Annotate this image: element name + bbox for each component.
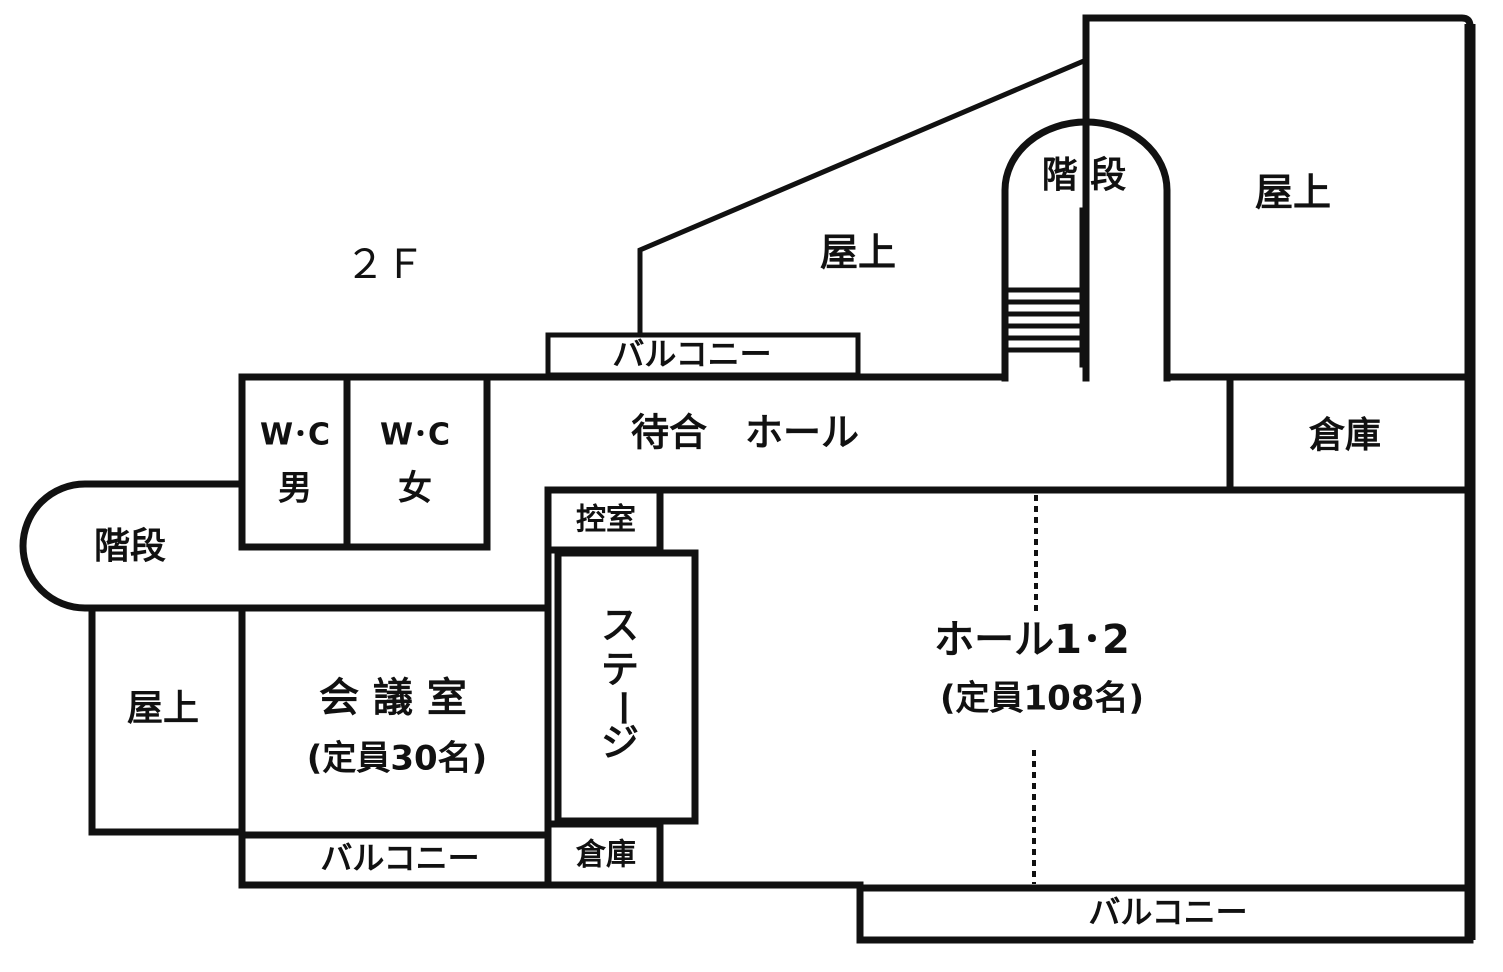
rooftop-left-label: 屋上 bbox=[127, 688, 199, 729]
stage-char: ジ bbox=[601, 721, 639, 765]
stairs-top-label: 階 段 bbox=[1042, 155, 1127, 196]
stage-char: ー bbox=[601, 689, 645, 727]
storage-small-label: 倉庫 bbox=[575, 838, 636, 873]
floor-label: ２Ｆ bbox=[345, 242, 425, 288]
main-walls bbox=[19, 373, 1474, 944]
balcony-bottom-left-label: バルコニー bbox=[320, 839, 479, 877]
stage-char: ス bbox=[601, 604, 639, 648]
storage-right-label: 倉庫 bbox=[1308, 415, 1381, 456]
hall-1-2-label: ホール1･2 bbox=[934, 617, 1130, 663]
stairs-left-label: 階段 bbox=[94, 526, 166, 567]
balcony-top-label: バルコニー bbox=[612, 335, 771, 373]
balcony-bottom-right-label: バルコニー bbox=[1088, 893, 1247, 931]
stair-steps-icon bbox=[1008, 287, 1080, 353]
rooftop-upper-middle-label: 屋上 bbox=[820, 231, 896, 275]
green-room-label: 控室 bbox=[576, 503, 636, 538]
wc-women-label-2: 女 bbox=[398, 469, 432, 509]
stage-char: テ bbox=[601, 648, 639, 692]
wc-men-label-1: W･C bbox=[260, 418, 330, 453]
meeting-room-capacity: (定員30名) bbox=[307, 739, 487, 779]
waiting-hall-label: 待合 ホール bbox=[631, 411, 859, 455]
upper-right-block bbox=[637, 14, 1476, 940]
stage-label: ス テ ー ジ bbox=[601, 604, 645, 765]
meeting-room-label: 会 議 室 bbox=[319, 675, 467, 721]
rooftop-upper-right-label: 屋上 bbox=[1255, 171, 1331, 215]
hall-1-2-capacity: (定員108名) bbox=[940, 679, 1144, 719]
wc-men-label-2: 男 bbox=[278, 469, 312, 509]
wc-women-label-1: W･C bbox=[380, 418, 450, 453]
stairs-top bbox=[1001, 118, 1171, 382]
